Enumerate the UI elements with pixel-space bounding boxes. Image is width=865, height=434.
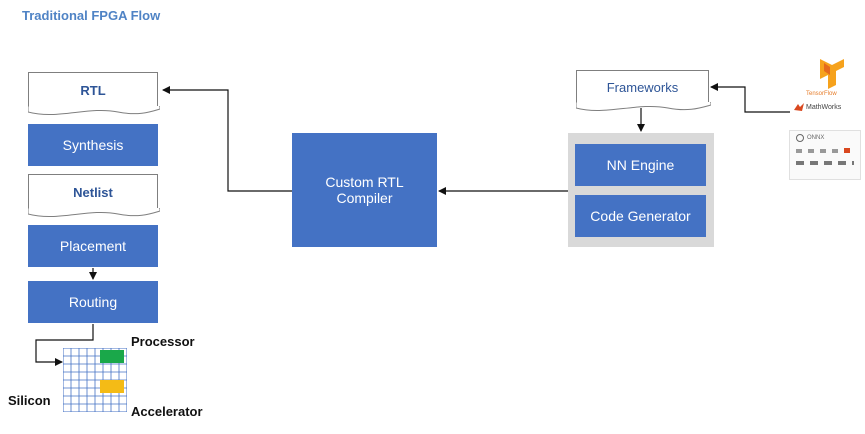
routing-label: Routing	[68, 294, 118, 310]
rtl-label: RTL	[80, 82, 106, 98]
custom-rtl-compiler-box: Custom RTL Compiler	[292, 133, 437, 247]
partner-logo-mark	[844, 148, 850, 153]
code-generator-label: Code Generator	[590, 208, 691, 224]
partner-logos-row	[796, 149, 854, 153]
routing-to-silicon-arrow	[35, 324, 94, 366]
partner-logos-row	[796, 161, 854, 165]
mathworks-logo-text: MathWorks	[806, 104, 842, 111]
netlist-document: Netlist	[28, 174, 160, 217]
nn-engine-box: NN Engine	[575, 144, 706, 186]
processor-block	[100, 350, 124, 363]
silicon-grid	[63, 348, 127, 412]
onnx-logo-panel: ONNX	[789, 130, 861, 180]
logos-to-frameworks-arrow	[710, 83, 790, 113]
accelerator-block	[100, 380, 124, 393]
mathworks-icon	[794, 103, 804, 111]
placement-label: Placement	[59, 238, 127, 254]
nn-engine-label: NN Engine	[606, 157, 675, 173]
onnx-icon	[796, 134, 804, 142]
rtl-document: RTL	[28, 72, 160, 115]
netlist-label: Netlist	[73, 184, 113, 200]
silicon-label: Silicon	[8, 393, 51, 408]
accelerator-label: Accelerator	[131, 404, 203, 419]
code-generator-box: Code Generator	[575, 195, 706, 237]
placement-box: Placement	[28, 225, 158, 267]
compiler-label-line1: Custom RTL	[325, 174, 404, 190]
page-title: Traditional FPGA Flow	[22, 8, 161, 23]
compiler-label-line2: Compiler	[336, 190, 393, 206]
tensorflow-icon	[820, 59, 844, 89]
tensorflow-logo-text: TensorFlow	[806, 91, 837, 97]
onnx-logo-text: ONNX	[807, 135, 825, 141]
synthesis-label: Synthesis	[62, 137, 124, 153]
synthesis-box: Synthesis	[28, 124, 158, 166]
processor-label: Processor	[131, 334, 195, 349]
frameworks-document: Frameworks	[576, 70, 711, 111]
compiler-to-rtl-arrow	[162, 86, 292, 192]
frameworks-label: Frameworks	[606, 79, 679, 95]
routing-box: Routing	[28, 281, 158, 323]
